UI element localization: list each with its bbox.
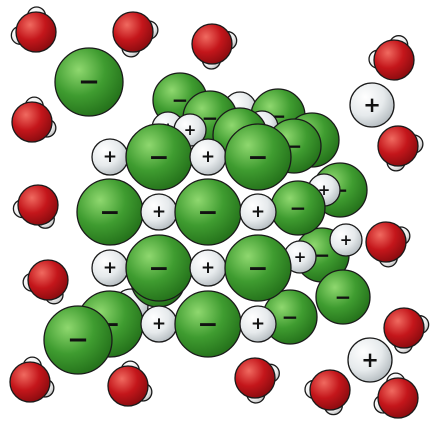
- anion-sphere: −: [270, 180, 326, 236]
- cation-plus-sign: +: [251, 202, 265, 222]
- cation-sphere: +: [347, 337, 393, 383]
- cation-sphere: +: [239, 193, 277, 231]
- oxygen-atom: [27, 259, 69, 301]
- cation-body: [239, 193, 277, 231]
- water-molecule: [12, 184, 59, 229]
- water-molecule: [9, 356, 55, 403]
- cation-plus-sign: +: [340, 231, 353, 249]
- oxygen-atom: [107, 365, 149, 407]
- water-molecules: [9, 6, 430, 419]
- cation-sphere: +: [329, 223, 363, 257]
- anion-sphere: −: [174, 178, 242, 246]
- water-molecule: [22, 259, 69, 305]
- anion-minus-sign: −: [78, 67, 100, 97]
- anion-minus-sign: −: [335, 285, 352, 309]
- water-molecule: [107, 360, 153, 407]
- ionic-crystal-lattice: −−−++−−+−+−+−+−−−+−+−−+−++−+−−+−+: [76, 72, 371, 358]
- anion-sphere: −: [125, 123, 193, 191]
- water-molecule: [234, 357, 280, 404]
- anion-minus-sign: −: [248, 143, 269, 172]
- anion-minus-sign: −: [149, 143, 170, 172]
- anion-minus-sign: −: [198, 198, 219, 227]
- dissolved-ions: −+−+: [43, 47, 395, 383]
- anion-minus-sign: −: [290, 196, 307, 220]
- water-molecule: [10, 6, 57, 53]
- cation-sphere: +: [189, 249, 227, 287]
- cation-sphere: +: [283, 240, 317, 274]
- cation-plus-sign: +: [152, 202, 166, 222]
- anion-minus-sign: −: [282, 305, 299, 329]
- anion-sphere: −: [315, 269, 371, 325]
- anion-minus-sign: −: [198, 310, 219, 339]
- anion-sphere: −: [54, 47, 124, 117]
- cation-plus-sign: +: [152, 314, 166, 334]
- oxygen-atom: [234, 357, 276, 399]
- water-molecule: [365, 221, 411, 268]
- anion-body: [43, 305, 113, 375]
- anion-minus-sign: −: [100, 198, 121, 227]
- cation-plus-sign: +: [103, 258, 117, 278]
- water-molecule: [368, 35, 415, 81]
- oxygen-atom: [191, 23, 233, 65]
- oxygen-atom: [112, 11, 154, 53]
- cation-body: [239, 305, 277, 343]
- cation-sphere: +: [140, 193, 178, 231]
- water-molecule: [383, 307, 430, 354]
- anion-sphere: −: [125, 234, 193, 302]
- water-molecule: [373, 372, 419, 419]
- anion-sphere: −: [224, 123, 292, 191]
- cation-body: [329, 223, 363, 257]
- cation-plus-sign: +: [251, 314, 265, 334]
- anion-minus-sign: −: [314, 243, 331, 267]
- water-molecule: [11, 96, 57, 143]
- cation-sphere: +: [189, 138, 227, 176]
- anion-sphere: −: [174, 290, 242, 358]
- cation-sphere: +: [349, 82, 395, 128]
- cation-plus-sign: +: [184, 121, 197, 139]
- water-molecule: [304, 369, 351, 416]
- cation-sphere: +: [239, 305, 277, 343]
- cation-plus-sign: +: [201, 147, 215, 167]
- anion-sphere: −: [76, 178, 144, 246]
- anion-minus-sign: −: [67, 325, 89, 355]
- oxygen-atom: [365, 221, 407, 263]
- cation-plus-sign: +: [361, 348, 379, 372]
- oxygen-atom: [17, 184, 59, 226]
- anion-body: [224, 234, 292, 302]
- anion-minus-sign: −: [248, 254, 269, 283]
- cation-plus-sign: +: [103, 147, 117, 167]
- anion-body: [224, 123, 292, 191]
- water-molecule: [377, 125, 424, 172]
- cation-body: [349, 82, 395, 128]
- anion-sphere: −: [224, 234, 292, 302]
- oxygen-atom: [383, 307, 425, 349]
- oxygen-atom: [377, 377, 419, 419]
- oxygen-atom: [15, 11, 57, 53]
- anion-minus-sign: −: [149, 254, 170, 283]
- oxygen-atom: [9, 361, 51, 403]
- cation-sphere: +: [140, 305, 178, 343]
- cation-body: [347, 337, 393, 383]
- oxygen-atom: [377, 125, 419, 167]
- water-molecule: [112, 11, 159, 58]
- cation-plus-sign: +: [294, 248, 307, 266]
- cation-plus-sign: +: [201, 258, 215, 278]
- anion-body: [54, 47, 124, 117]
- cation-sphere: +: [91, 138, 129, 176]
- oxygen-atom: [11, 101, 53, 143]
- water-molecule: [191, 23, 238, 70]
- anion-sphere: −: [43, 305, 113, 375]
- cation-plus-sign: +: [363, 93, 381, 117]
- oxygen-atom: [309, 369, 351, 411]
- cation-sphere: +: [91, 249, 129, 287]
- oxygen-atom: [373, 39, 415, 81]
- anion-minus-sign: −: [172, 88, 189, 112]
- anion-minus-sign: −: [202, 106, 219, 130]
- anion-body: [315, 269, 371, 325]
